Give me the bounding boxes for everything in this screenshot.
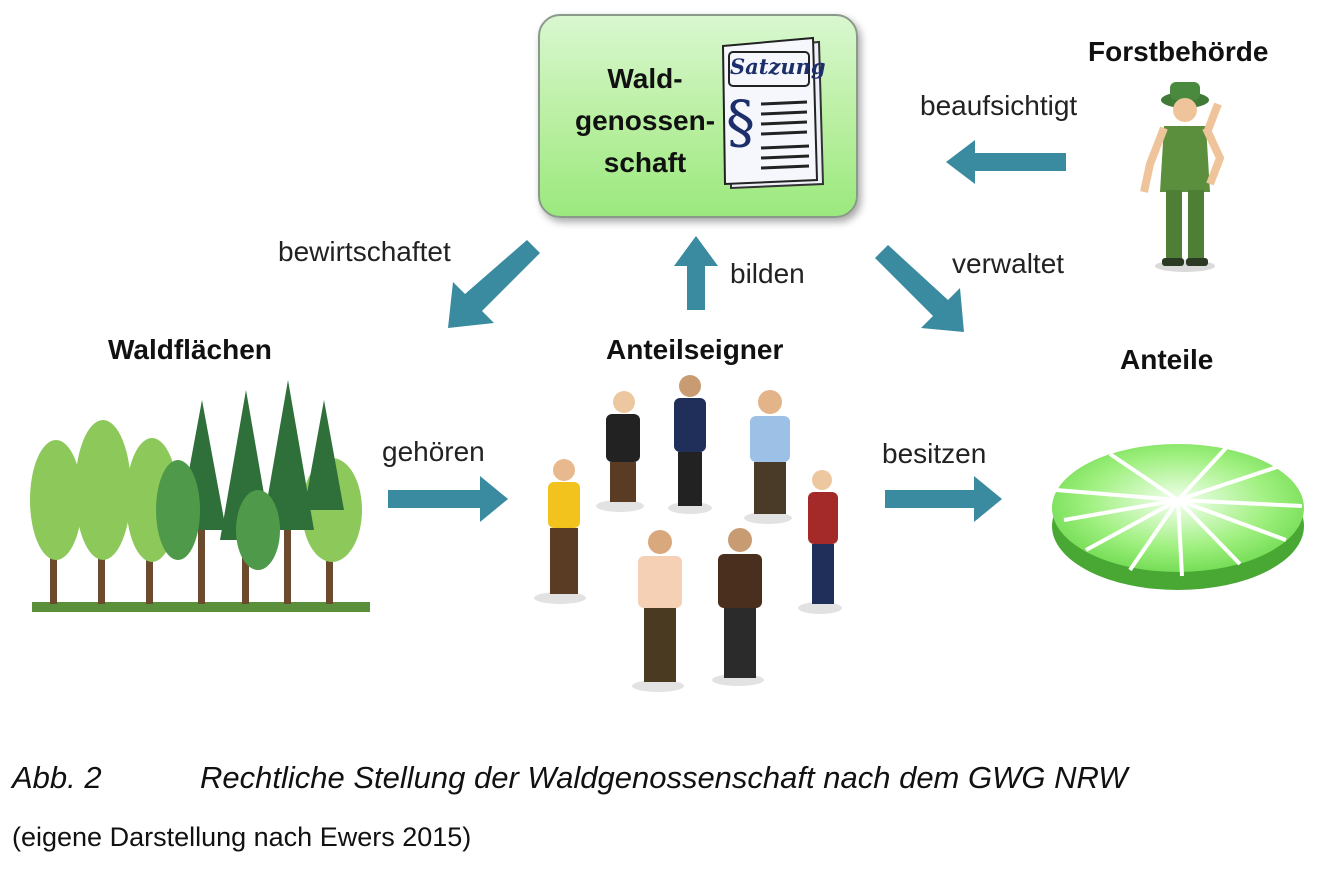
satzung-document-icon bbox=[721, 36, 825, 190]
forstbehoerde-heading: Forstbehörde bbox=[1088, 36, 1269, 67]
label-beaufsichtigt: beaufsichtigt bbox=[920, 90, 1078, 121]
title-line-2: genossen- bbox=[574, 105, 716, 136]
figure-source: (eigene Darstellung nach Ewers 2015) bbox=[12, 822, 472, 852]
anteile-heading: Anteile bbox=[1120, 344, 1214, 375]
shareholders-group-icon bbox=[534, 375, 842, 692]
label-verwaltet: verwaltet bbox=[952, 248, 1065, 279]
figure-number: Abb. 2 bbox=[12, 760, 102, 795]
waldflaechen-heading: Waldflächen bbox=[108, 334, 272, 365]
pie-chart-icon bbox=[1052, 444, 1304, 590]
label-bewirtschaftet: bewirtschaftet bbox=[278, 236, 451, 267]
label-bilden: bilden bbox=[730, 258, 805, 289]
label-besitzen: besitzen bbox=[882, 438, 987, 469]
forester-figure-icon bbox=[1140, 82, 1225, 272]
paragraph-symbol: § bbox=[726, 88, 755, 156]
title-line-1: Wald- bbox=[607, 63, 683, 94]
waldgenossenschaft-title: Wald- genossen- schaft bbox=[560, 58, 730, 184]
anteilseigner-heading: Anteilseigner bbox=[606, 334, 784, 365]
label-gehoeren: gehören bbox=[382, 436, 485, 467]
forest-illustration-icon bbox=[30, 380, 370, 612]
figure-title: Rechtliche Stellung der Waldgenossenscha… bbox=[200, 760, 1128, 795]
satzung-label: Satzung bbox=[730, 54, 826, 79]
title-line-3: schaft bbox=[603, 147, 687, 178]
